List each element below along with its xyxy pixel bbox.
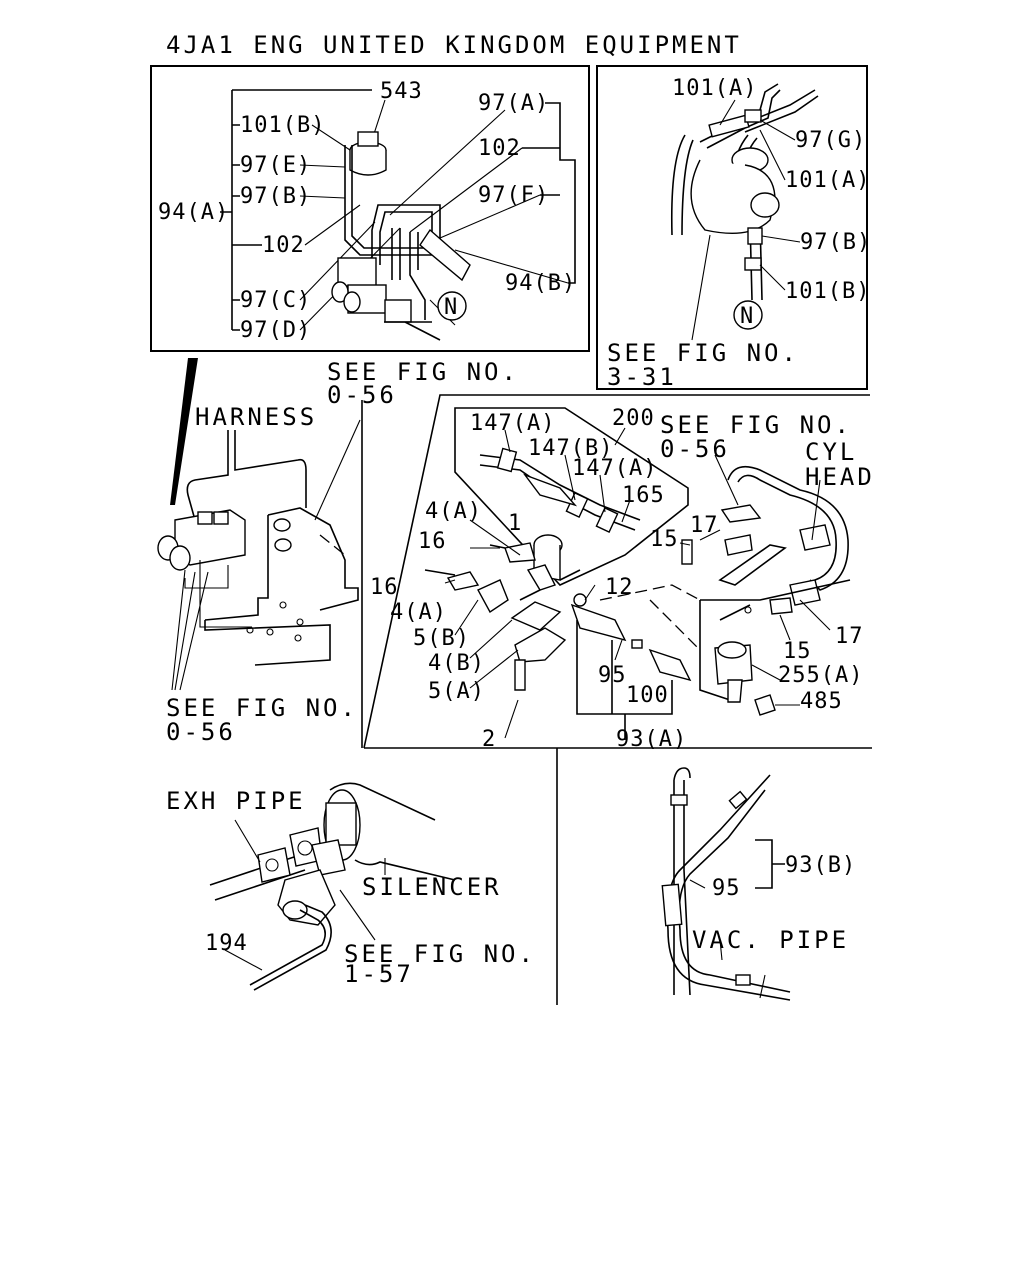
label-147a-1: 147(A) [470, 411, 555, 436]
see-fig-056-r-line2: 0-56 [660, 435, 730, 463]
see-fig-331-line1: SEE FIG NO. [607, 339, 799, 367]
label-93a: 93(A) [616, 727, 687, 752]
label-101a-tr2: 101(A) [785, 168, 870, 193]
label-17-2: 17 [835, 624, 864, 649]
see-fig-056-r-line1: SEE FIG NO. [660, 411, 852, 439]
panel-harness: HARNESS SEE FIG NO. 0-56 SEE FIG NO. 0-5… [157, 358, 519, 748]
label-147b: 147(B) [528, 436, 613, 461]
label-100: 100 [626, 683, 669, 708]
label-97b-tr: 97(B) [800, 230, 871, 255]
label-97b-tl: 97(B) [240, 184, 311, 209]
label-12: 12 [605, 575, 634, 600]
label-95-mid: 95 [598, 663, 627, 688]
label-94a: 94(A) [158, 200, 229, 225]
label-4a-2: 4(A) [390, 600, 447, 625]
label-1: 1 [508, 511, 522, 536]
panel-top-right: N 101(A) 97(G) 101(A) 97(B) 101(B) SEE F… [596, 65, 871, 391]
label-194: 194 [205, 931, 248, 956]
label-97a-tl: 97(A) [478, 91, 549, 116]
n-marker-label: N [444, 295, 458, 320]
see-fig-331-line2: 3-31 [607, 363, 677, 391]
label-255a: 255(A) [778, 663, 863, 688]
label-165: 165 [622, 483, 665, 508]
label-97d: 97(D) [240, 318, 311, 343]
label-94b: 94(B) [505, 271, 576, 296]
label-5a: 5(A) [428, 679, 485, 704]
label-101a-tr1: 101(A) [672, 76, 757, 101]
label-101b-tl: 101(B) [240, 113, 325, 138]
panel-egr: 147(A) 200 147(B) 147(A) 165 SEE FIG NO.… [363, 394, 875, 752]
panel-top-left: N 543 101(B) 97(E) 97(B) 94(A) 102 97(C)… [150, 65, 590, 352]
see-fig-056-bl-line1: SEE FIG NO. [166, 694, 358, 722]
label-97c: 97(C) [240, 288, 311, 313]
label-97f: 97(F) [478, 183, 549, 208]
see-fig-157-line2: 1-57 [344, 960, 414, 988]
panel-top-right-frame [596, 65, 868, 390]
diagram-title: 4JA1 ENG UNITED KINGDOM EQUIPMENT [166, 31, 742, 59]
label-15-1: 15 [650, 527, 679, 552]
n-marker-icon [437, 291, 467, 321]
panel-top-left-frame [150, 65, 590, 352]
label-2: 2 [482, 727, 496, 752]
label-485: 485 [800, 689, 843, 714]
label-cyl: CYL [805, 438, 857, 466]
label-exh-pipe: EXH PIPE [166, 787, 306, 815]
label-101b-tr: 101(B) [785, 279, 870, 304]
label-harness: HARNESS [195, 403, 317, 431]
label-93b: 93(B) [785, 853, 856, 878]
label-16-1: 16 [418, 529, 447, 554]
see-fig-056-bl-line2: 0-56 [166, 718, 236, 746]
label-543: 543 [380, 79, 423, 104]
label-200: 200 [612, 406, 655, 431]
see-fig-157-line1: SEE FIG NO. [344, 940, 536, 968]
label-95-right: 95 [712, 876, 741, 901]
label-head: HEAD [805, 463, 875, 491]
panel-vac-pipe: 93(B) 95 VAC. PIPE [556, 748, 856, 1005]
panel-exhaust: EXH PIPE SILENCER 194 SEE FIG NO. 1-57 [166, 782, 536, 991]
label-17-1: 17 [690, 513, 719, 538]
label-silencer: SILENCER [362, 873, 502, 901]
label-vac-pipe: VAC. PIPE [692, 926, 849, 954]
label-102-left: 102 [262, 233, 305, 258]
label-147a-2: 147(A) [572, 456, 657, 481]
label-97g: 97(G) [795, 128, 866, 153]
n-marker-icon [733, 300, 763, 330]
label-97e: 97(E) [240, 153, 311, 178]
n-marker-label: N [740, 304, 754, 329]
see-fig-056-top-line1: SEE FIG NO. [327, 358, 519, 386]
label-102-right: 102 [478, 136, 521, 161]
see-fig-056-top-line2: 0-56 [327, 381, 397, 409]
label-15-2: 15 [783, 639, 812, 664]
label-5b: 5(B) [413, 626, 470, 651]
label-16-2: 16 [370, 575, 399, 600]
label-4a-1: 4(A) [425, 499, 482, 524]
label-4b: 4(B) [428, 651, 485, 676]
